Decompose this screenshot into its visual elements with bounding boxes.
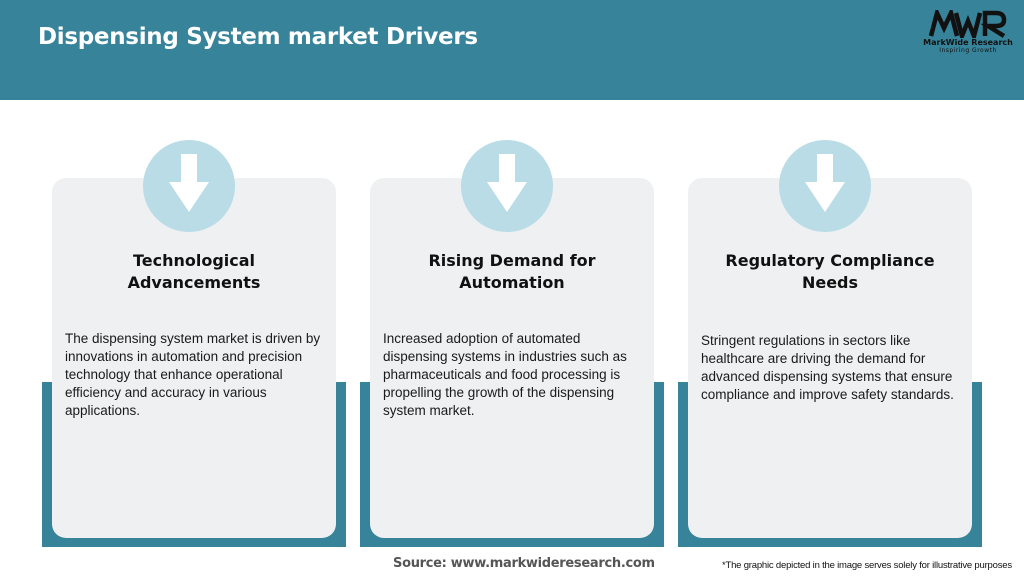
logo-tagline: Inspiring Growth <box>939 47 997 54</box>
card-title: Technological Advancements <box>127 251 261 292</box>
card-description: Increased adoption of automated dispensi… <box>383 331 627 418</box>
source-link[interactable]: Source: www.markwideresearch.com <box>393 556 655 571</box>
logo: MarkWide Research Inspiring Growth <box>920 10 1016 58</box>
card-description: The dispensing system market is driven b… <box>65 331 321 418</box>
driver-card-regulatory-compliance: Regulatory Compliance Needs Stringent re… <box>678 140 982 547</box>
down-arrow-icon <box>461 140 553 232</box>
logo-name: MarkWide Research <box>923 38 1013 47</box>
down-arrow-icon <box>143 140 235 232</box>
driver-card-technological-advancements: Technological Advancements The dispensin… <box>42 140 346 547</box>
down-arrow-icon <box>779 140 871 232</box>
card-body: Regulatory Compliance Needs Stringent re… <box>688 140 972 538</box>
card-body: Technological Advancements The dispensin… <box>52 140 336 538</box>
card-title: Regulatory Compliance Needs <box>725 251 935 292</box>
card-description: Stringent regulations in sectors like he… <box>701 333 954 402</box>
disclaimer-note: *The graphic depicted in the image serve… <box>722 560 1012 571</box>
page-title: Dispensing System market Drivers <box>38 24 478 50</box>
driver-card-rising-demand: Rising Demand for Automation Increased a… <box>360 140 664 547</box>
card-body: Rising Demand for Automation Increased a… <box>370 140 654 538</box>
header-banner: Dispensing System market Drivers MarkWid… <box>0 0 1024 100</box>
card-title: Rising Demand for Automation <box>428 251 596 292</box>
mwr-logo-icon <box>928 10 1007 38</box>
